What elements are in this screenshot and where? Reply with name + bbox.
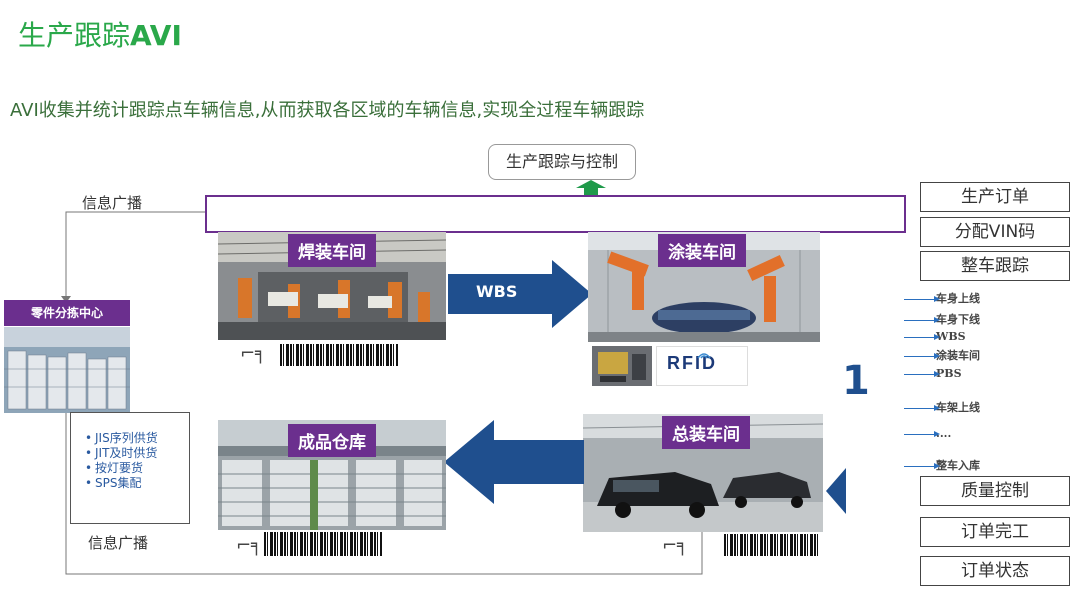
vin-assign-box: 分配VIN码	[920, 217, 1070, 247]
tracking-step: ....	[904, 427, 951, 440]
tracking-step: 车身下线	[904, 311, 980, 327]
info-broadcast-bottom: 信息广播	[88, 532, 148, 553]
wbs-label: WBS	[476, 282, 517, 301]
scanner-icon: ⌐╕	[236, 535, 262, 556]
quality-control-box: 质量控制	[920, 476, 1070, 506]
barcode-icon	[724, 534, 818, 556]
assembly-tag: 总装车间	[662, 416, 750, 449]
rfid-device-photo	[592, 346, 652, 386]
barcode-icon	[264, 532, 382, 556]
right-small-arrow	[826, 460, 846, 522]
tracking-step: 整车入库	[904, 457, 980, 473]
tracking-step: 涂装车间	[904, 347, 980, 363]
order-status-box: 订单状态	[920, 556, 1070, 586]
tracking-step: 车架上线	[904, 399, 980, 415]
rfid-wave-icon	[697, 349, 711, 359]
to-warehouse-arrow	[444, 420, 584, 504]
scanner-icon: ⌐╕	[662, 535, 688, 556]
rfid-logo: RFID	[656, 346, 748, 386]
production-tracking-box: 生产跟踪与控制	[488, 144, 636, 180]
welding-tag: 焊装车间	[288, 234, 376, 267]
list-item: SPS集配	[87, 476, 189, 491]
step-digit: 1	[842, 358, 870, 404]
tracking-step: WBS	[904, 330, 966, 343]
tracking-bus-bar	[205, 195, 906, 233]
up-arrow-icon	[576, 180, 606, 196]
scanner-icon: ⌐╕	[240, 343, 266, 364]
tracking-step: 车身上线	[904, 290, 980, 306]
list-item: 按灯要货	[87, 461, 189, 476]
wbs-arrow	[448, 260, 592, 328]
list-item: JIS序列供货	[87, 431, 189, 446]
supply-list-box: JIS序列供货 JIT及时供货 按灯要货 SPS集配	[70, 412, 190, 524]
parts-center-photo	[4, 327, 130, 413]
production-order-box: 生产订单	[920, 182, 1070, 212]
info-broadcast-top: 信息广播	[82, 192, 142, 213]
tracking-step: PBS	[904, 367, 962, 380]
barcode-icon	[280, 344, 398, 366]
warehouse-tag: 成品仓库	[288, 424, 376, 457]
order-complete-box: 订单完工	[920, 517, 1070, 547]
painting-tag: 涂装车间	[658, 234, 746, 267]
parts-center-tag: 零件分拣中心	[4, 300, 130, 326]
vehicle-tracking-box: 整车跟踪	[920, 251, 1070, 281]
list-item: JIT及时供货	[87, 446, 189, 461]
